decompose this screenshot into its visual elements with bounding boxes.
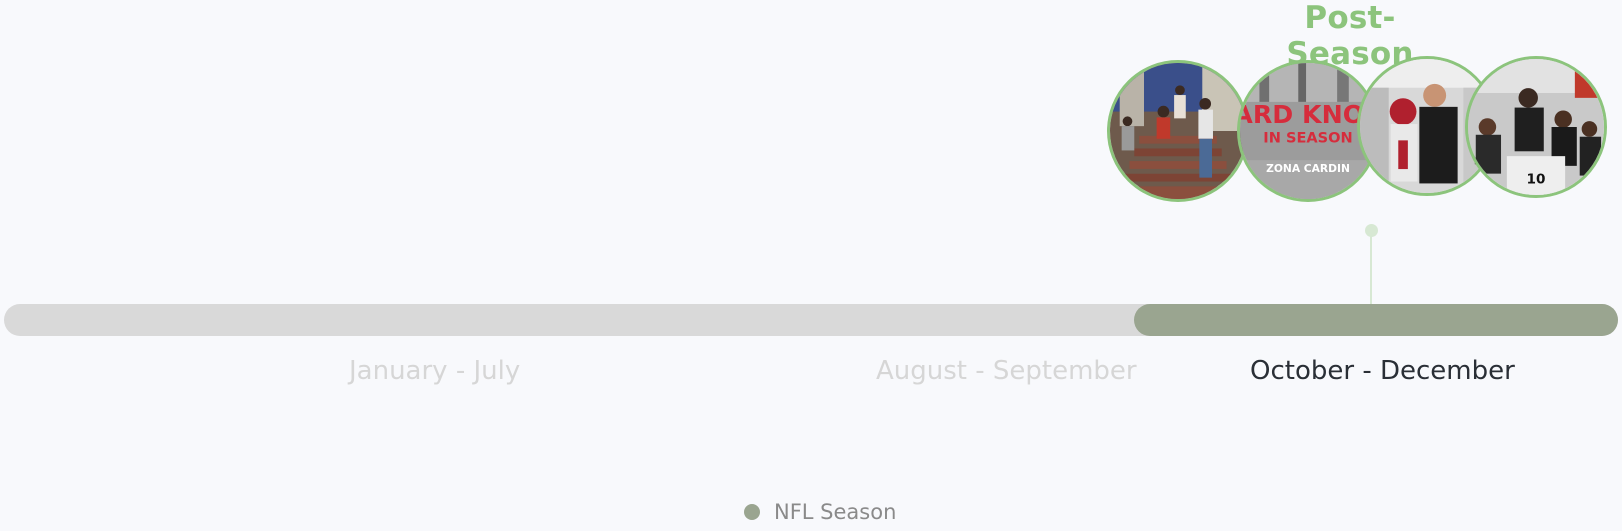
svg-text:ARD KNOC: ARD KNOC (1240, 100, 1376, 129)
media-thumbnail-2[interactable]: ARD KNOC IN SEASON ZONA CARDIN (1237, 60, 1379, 202)
media-thumbnail-1[interactable] (1107, 60, 1249, 202)
svg-text:10: 10 (1527, 171, 1546, 187)
period-label-october-december[interactable]: October - December (1250, 356, 1515, 386)
team-huddle-image: 10 (1468, 59, 1604, 195)
timeline-marker-dot (1365, 224, 1378, 237)
legend-swatch (744, 504, 760, 520)
period-label-january-july[interactable]: January - July (349, 356, 521, 386)
hard-knocks-title-image: ARD KNOC IN SEASON ZONA CARDIN (1240, 63, 1376, 199)
svg-text:IN SEASON: IN SEASON (1263, 130, 1352, 147)
people-on-steps-image (1110, 63, 1246, 199)
svg-text:ZONA CARDIN: ZONA CARDIN (1266, 162, 1350, 175)
media-thumbnail-4[interactable]: 10 (1465, 56, 1607, 198)
legend: NFL Season (744, 500, 896, 524)
legend-label: NFL Season (774, 500, 897, 524)
timeline-active-segment[interactable] (1134, 304, 1618, 336)
period-label-august-september[interactable]: August - September (876, 356, 1137, 386)
timeline-connector (1370, 230, 1372, 305)
